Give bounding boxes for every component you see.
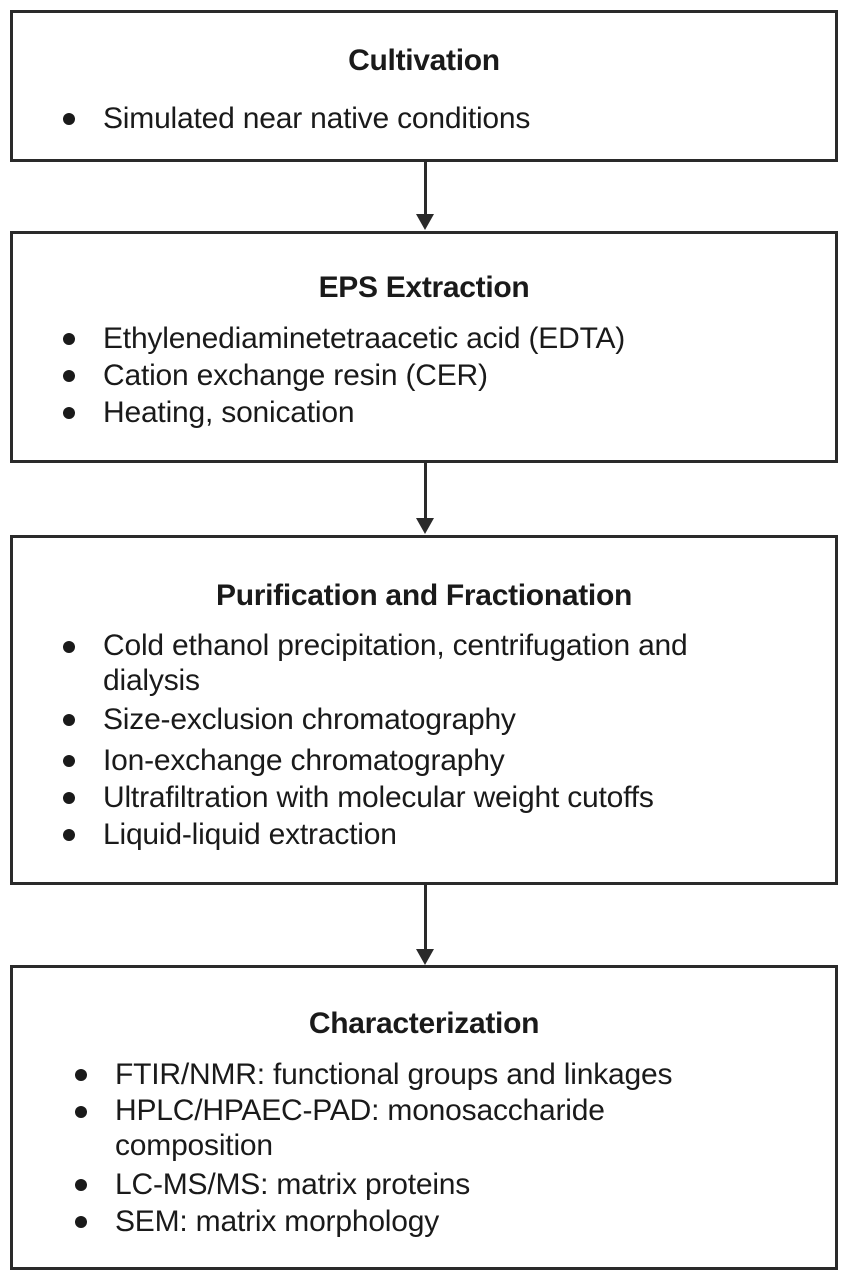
step-purification-list: Cold ethanol precipitation, centrifugati…	[13, 628, 773, 853]
bullet-icon	[63, 113, 75, 125]
list-item: Ethylenediaminetetraacetic acid (EDTA)	[13, 320, 833, 357]
list-item: LC-MS/MS: matrix proteins	[25, 1166, 745, 1203]
list-item-text: Heating, sonication	[103, 396, 355, 429]
list-item-text: Cation exchange resin (CER)	[103, 359, 488, 392]
bullet-icon	[63, 792, 75, 804]
list-item-text: Ethylenediaminetetraacetic acid (EDTA)	[103, 322, 626, 355]
step-eps-extraction-list: Ethylenediaminetetraacetic acid (EDTA) C…	[13, 320, 833, 431]
list-item-text: Size-exclusion chromatography	[103, 703, 516, 736]
list-item: Size-exclusion chromatography	[13, 701, 773, 738]
list-item-text: HPLC/HPAEC-PAD: monosaccharide compositi…	[115, 1094, 605, 1162]
bullet-icon	[75, 1179, 87, 1191]
step-purification-box: Purification and Fractionation Cold etha…	[10, 535, 838, 885]
bullet-icon	[63, 407, 75, 419]
list-item-text: Ultrafiltration with molecular weight cu…	[103, 781, 654, 814]
bullet-icon	[63, 755, 75, 767]
list-item-text: FTIR/NMR: functional groups and linkages	[115, 1058, 673, 1091]
arrow-down-icon	[416, 518, 434, 534]
step-eps-extraction-box: EPS Extraction Ethylenediaminetetraaceti…	[10, 231, 838, 463]
bullet-icon	[63, 333, 75, 345]
list-item: Liquid-liquid extraction	[13, 816, 773, 853]
list-item: Cation exchange resin (CER)	[13, 357, 833, 394]
list-item: Ultrafiltration with molecular weight cu…	[13, 779, 773, 816]
bullet-icon	[63, 370, 75, 382]
list-item: Cold ethanol precipitation, centrifugati…	[13, 628, 773, 698]
step-cultivation-box: Cultivation Simulated near native condit…	[10, 10, 838, 162]
bullet-icon	[63, 641, 75, 653]
step-characterization-title: Characterization	[308, 1007, 540, 1040]
bullet-icon	[75, 1069, 87, 1081]
arrow-down-icon	[416, 949, 434, 965]
bullet-icon	[63, 829, 75, 841]
list-item-text: LC-MS/MS: matrix proteins	[115, 1168, 471, 1201]
bullet-icon	[63, 714, 75, 726]
flow-arrow-line	[424, 885, 427, 951]
step-purification-title: Purification and Fractionation	[215, 579, 633, 612]
bullet-icon	[75, 1216, 87, 1228]
list-item: Ion-exchange chromatography	[13, 742, 773, 779]
arrow-down-icon	[416, 214, 434, 230]
list-item-text: Ion-exchange chromatography	[103, 744, 505, 777]
list-item-text: Liquid-liquid extraction	[103, 818, 397, 851]
list-item-text: Simulated near native conditions	[103, 102, 531, 135]
step-characterization-list: FTIR/NMR: functional groups and linkages…	[25, 1056, 745, 1240]
step-cultivation-title: Cultivation	[348, 44, 500, 77]
list-item: HPLC/HPAEC-PAD: monosaccharide compositi…	[25, 1093, 745, 1163]
list-item: Heating, sonication	[13, 394, 833, 431]
list-item-text: Cold ethanol precipitation, centrifugati…	[103, 629, 688, 697]
list-item: FTIR/NMR: functional groups and linkages	[25, 1056, 745, 1093]
step-eps-extraction-title: EPS Extraction	[318, 271, 530, 304]
flow-arrow-line	[424, 463, 427, 520]
list-item: SEM: matrix morphology	[25, 1203, 745, 1240]
step-cultivation-list: Simulated near native conditions	[13, 100, 833, 137]
flow-arrow-line	[424, 162, 427, 216]
list-item: Simulated near native conditions	[13, 100, 833, 137]
list-item-text: SEM: matrix morphology	[115, 1205, 440, 1238]
step-characterization-box: Characterization FTIR/NMR: functional gr…	[10, 965, 838, 1270]
bullet-icon	[75, 1106, 87, 1118]
